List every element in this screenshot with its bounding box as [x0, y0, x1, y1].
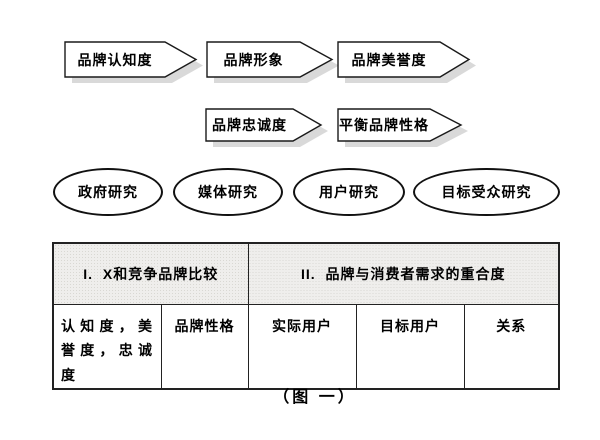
ellipse-target-audience-research: 目标受众研究 — [413, 168, 560, 216]
table-cell-brand-personality: 品牌性格 — [160, 303, 249, 390]
table-header-row: I. X和竞争品牌比较 II. 品牌与消费者需求的重合度 — [52, 242, 560, 305]
arrow-label: 品牌认知度 — [77, 51, 153, 68]
figure-caption: （图 一） — [273, 389, 357, 406]
ellipse-label: 目标受众研究 — [441, 184, 532, 200]
pentagon-arrow-shape — [205, 108, 328, 147]
table-header-brand-comparison: I. X和竞争品牌比较 — [52, 242, 249, 305]
comparison-table: I. X和竞争品牌比较 II. 品牌与消费者需求的重合度 认知度，美誉度，忠诚度… — [52, 242, 561, 390]
flow-arrow-balanced-brand-personality: 平衡品牌性格 — [337, 108, 471, 150]
ellipse-government-research: 政府研究 — [53, 168, 163, 216]
ellipse-user-research: 用户研究 — [293, 168, 405, 216]
table-cell-relationship: 关系 — [463, 303, 560, 390]
arrow-label: 品牌形象 — [223, 51, 284, 68]
flow-arrow-brand-reputation: 品牌美誉度 — [337, 41, 479, 86]
ellipse-label: 媒体研究 — [198, 184, 258, 200]
ellipse-label: 政府研究 — [78, 184, 138, 200]
flow-arrow-brand-image: 品牌形象 — [206, 41, 342, 86]
pentagon-arrow-shape — [64, 41, 203, 83]
table-header-consumer-overlap: II. 品牌与消费者需求的重合度 — [247, 242, 560, 305]
flow-arrow-brand-awareness: 品牌认知度 — [64, 41, 206, 86]
ellipse-label: 用户研究 — [319, 184, 379, 200]
table-cell-awareness-reputation-loyalty: 认知度，美誉度，忠诚度 — [52, 303, 162, 390]
pentagon-arrow-shape — [206, 41, 339, 83]
table-cell-target-users: 目标用户 — [355, 303, 465, 390]
pentagon-arrow-shape — [337, 108, 468, 147]
table-cell-actual-users: 实际用户 — [247, 303, 357, 390]
table-data-row: 认知度，美誉度，忠诚度 品牌性格 实际用户 目标用户 关系 — [52, 303, 560, 390]
arrow-label: 平衡品牌性格 — [339, 117, 429, 133]
ellipse-media-research: 媒体研究 — [173, 168, 283, 216]
arrow-label: 品牌忠诚度 — [212, 117, 287, 133]
arrow-label: 品牌美誉度 — [351, 51, 427, 68]
flow-arrow-brand-loyalty: 品牌忠诚度 — [205, 108, 331, 150]
pentagon-arrow-shape — [337, 41, 476, 83]
